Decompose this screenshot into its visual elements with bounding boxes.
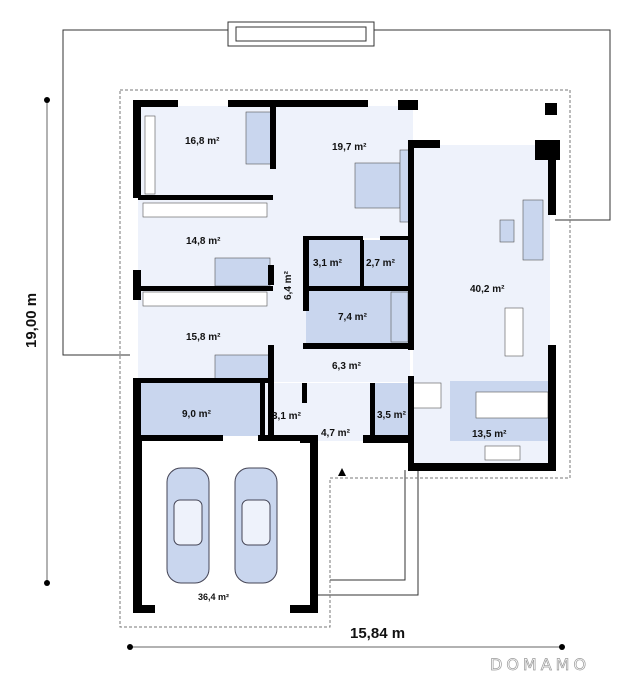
car-right bbox=[234, 467, 278, 584]
room-area-living: 40,2 m² bbox=[470, 284, 505, 295]
room-area-master-bedroom: 19,7 m² bbox=[332, 142, 367, 153]
room-area-bedroom-2: 14,8 m² bbox=[186, 236, 221, 247]
car-left bbox=[166, 467, 210, 584]
room-area-bedroom-3: 15,8 m² bbox=[186, 332, 221, 343]
room-area-corridor: 6,4 m² bbox=[283, 270, 294, 300]
walls bbox=[133, 100, 560, 613]
height-dimension: 19,00 m bbox=[23, 97, 50, 586]
furniture bbox=[142, 111, 549, 461]
width-dimension-label: 15,84 m bbox=[350, 625, 405, 642]
room-area-bedroom-1: 16,8 m² bbox=[185, 136, 220, 147]
room-area-wc: 3,1 m² bbox=[313, 258, 343, 269]
roof-outline bbox=[119, 89, 571, 628]
room-area-hall: 6,3 m² bbox=[332, 361, 362, 372]
terrace-outline bbox=[62, 21, 611, 596]
width-dimension: 15,84 m bbox=[127, 625, 565, 650]
room-area-toilet: 3,5 m² bbox=[377, 410, 407, 421]
room-area-shower: 2,7 m² bbox=[366, 258, 396, 269]
height-dimension-label: 19,00 m bbox=[23, 293, 40, 348]
room-labels: 16,8 m² 19,7 m² 14,8 m² 6,4 m² 3,1 m² 2,… bbox=[182, 136, 507, 602]
entrance-arrow-icon bbox=[338, 468, 346, 476]
watermark-logo: DOMAMO bbox=[490, 655, 590, 674]
room-area-bathroom: 7,4 m² bbox=[338, 312, 368, 323]
room-area-kitchen: 13,5 m² bbox=[472, 429, 507, 440]
room-area-boiler: 3,1 m² bbox=[272, 411, 302, 422]
room-area-entry: 4,7 m² bbox=[321, 428, 351, 439]
room-area-utility: 9,0 m² bbox=[182, 409, 212, 420]
room-area-garage: 36,4 m² bbox=[198, 592, 229, 602]
